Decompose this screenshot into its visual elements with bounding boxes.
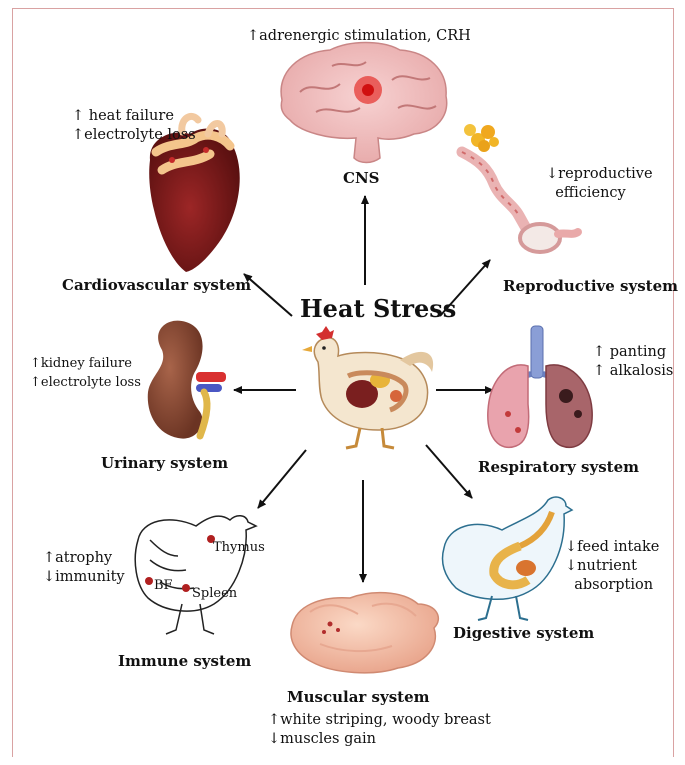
carcass-illustration [291, 593, 438, 673]
center-title: Heat Stress [300, 294, 456, 323]
cardiovascular-effect: ↑ heat failure ↑electrolyte loss [72, 107, 196, 145]
urinary-label: Urinary system [101, 454, 228, 472]
immune-effect: ↑atrophy ↓immunity [43, 549, 125, 587]
immune-label: Immune system [118, 652, 251, 670]
digestive-effect: ↓feed intake ↓nutrient absorption [565, 538, 659, 595]
muscular-label: Muscular system [287, 688, 430, 706]
reproductive-effect: ↓reproductive efficiency [546, 165, 653, 203]
respiratory-effect: ↑ panting ↑ alkalosis [593, 343, 673, 381]
kidney-illustration [148, 321, 226, 439]
chicken-illustration [302, 326, 433, 448]
cardiovascular-label: Cardiovascular system [62, 276, 251, 294]
bf-dot [145, 577, 153, 585]
arrow-to-digestive [426, 445, 472, 498]
urinary-effect: ↑kidney failure ↑electrolyte loss [30, 354, 141, 392]
thymus-label: Thymus [213, 540, 265, 555]
immune-chicken-illustration [135, 516, 256, 634]
lungs-illustration [488, 326, 592, 447]
respiratory-label: Respiratory system [478, 458, 639, 476]
cns-label: CNS [343, 169, 379, 187]
digestive-label: Digestive system [453, 624, 594, 642]
arrow-to-cardiovascular [244, 274, 292, 316]
bf-label: BF [154, 578, 173, 593]
spleen-label: Spleen [192, 586, 237, 601]
arrow-to-immune [258, 450, 306, 508]
muscular-effect: ↑white striping, woody breast ↓muscles g… [268, 711, 491, 749]
brain-illustration [281, 43, 447, 163]
cns-effect: ↑adrenergic stimulation, CRH [247, 27, 471, 46]
reproductive-label: Reproductive system [503, 277, 678, 295]
spleen-dot [182, 584, 190, 592]
digestive-chicken-illustration [443, 497, 573, 620]
